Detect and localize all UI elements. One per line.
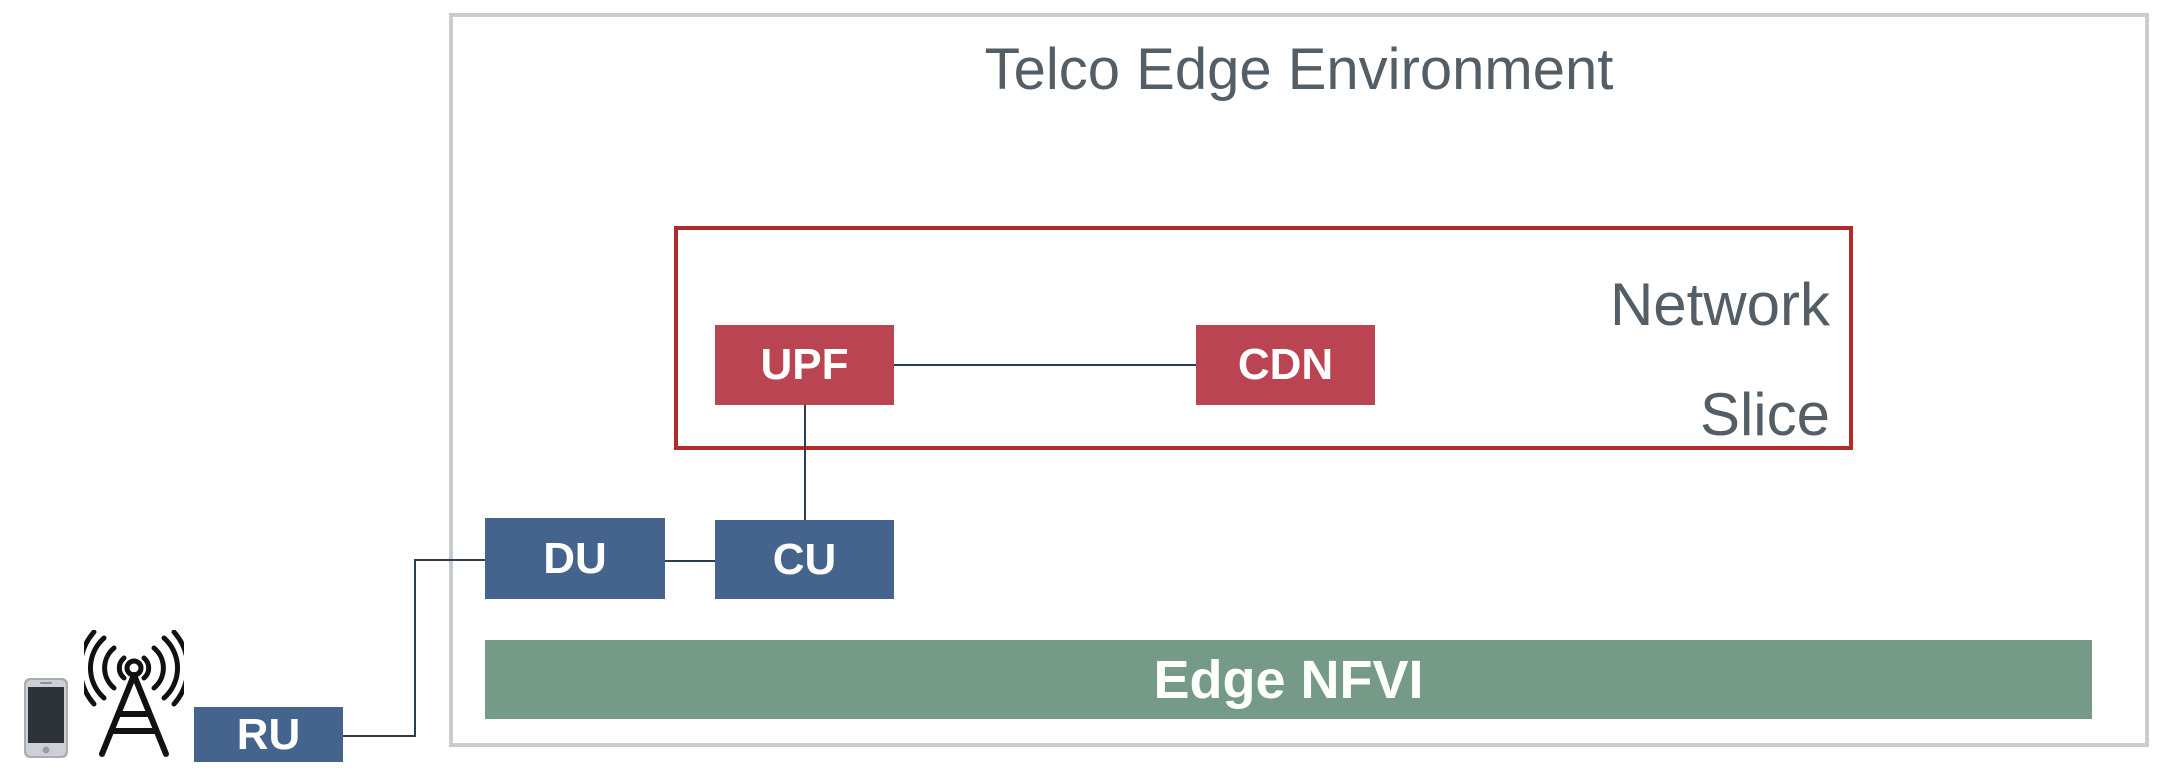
network-slice-label-line2: Slice	[1699, 381, 1830, 448]
ru-node: RU	[194, 707, 343, 762]
network-slice-container	[674, 226, 1853, 450]
edge-nfvi-bar: Edge NFVI	[485, 640, 2092, 719]
telco-edge-environment-container	[449, 13, 2149, 747]
connector-ru-horizontal	[342, 735, 416, 737]
connector-upf-cdn	[894, 364, 1196, 366]
connector-du-cu	[665, 560, 716, 562]
environment-title: Telco Edge Environment	[984, 37, 1614, 102]
connector-du-horizontal	[414, 559, 486, 561]
connector-du-ru-vertical	[414, 559, 416, 737]
cell-tower-icon	[84, 630, 184, 757]
upf-node: UPF	[715, 325, 894, 405]
network-slice-label: Network Slice	[1560, 250, 1830, 470]
cdn-node: CDN	[1196, 325, 1375, 405]
du-node: DU	[485, 518, 665, 599]
connector-upf-cu	[804, 405, 806, 521]
cu-node: CU	[715, 520, 894, 599]
network-slice-label-line1: Network	[1609, 271, 1830, 338]
phone-icon	[24, 678, 68, 758]
